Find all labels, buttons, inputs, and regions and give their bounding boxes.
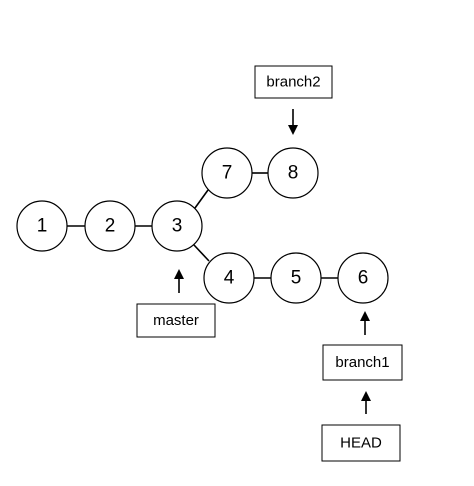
ref-master-label: master [153,312,199,329]
ref-master-box [136,303,216,338]
commit-node-1: 1 [16,200,68,252]
commit-node-1-circle [16,200,68,252]
arrow-up-icon [361,391,371,414]
commit-node-3: 3 [151,200,203,252]
arrow-up-icon [174,269,184,293]
commit-node-4-label: 4 [224,268,235,289]
ref-branch1-box [322,344,403,381]
commit-node-5-label: 5 [291,268,302,289]
commit-node-6-label: 6 [358,268,369,289]
ref-head-label: HEAD [340,435,382,452]
arrow-up-icon [360,311,370,335]
ref-head-box [321,424,401,462]
commit-node-3-circle [151,200,203,252]
commit-node-8-label: 8 [288,163,299,184]
commit-node-7: 7 [201,147,253,199]
commit-node-6: 6 [337,252,389,304]
commit-node-4: 4 [203,252,255,304]
ref-head: HEAD [321,424,401,462]
commit-node-5-circle [270,252,322,304]
commit-node-6-circle [337,252,389,304]
ref-branch2-label: branch2 [266,74,320,91]
commit-node-5: 5 [270,252,322,304]
ref-branch2-box [254,65,333,99]
commit-node-8: 8 [267,147,319,199]
commit-node-2: 2 [84,200,136,252]
commit-node-2-label: 2 [105,216,116,237]
commit-node-8-circle [267,147,319,199]
commit-node-4-circle [203,252,255,304]
commit-node-1-label: 1 [37,216,48,237]
ref-branch1: branch1 [322,344,403,381]
edge-3-7 [194,189,209,209]
ref-branch1-label: branch1 [335,354,389,371]
commit-node-3-label: 3 [172,216,183,237]
edge-3-4 [193,244,210,262]
ref-master: master [136,303,216,338]
arrow-down-icon [288,109,298,135]
commit-edges [67,172,338,279]
ref-branch2: branch2 [254,65,333,99]
commit-node-2-circle [84,200,136,252]
commit-node-7-label: 7 [222,163,233,184]
commit-node-7-circle [201,147,253,199]
